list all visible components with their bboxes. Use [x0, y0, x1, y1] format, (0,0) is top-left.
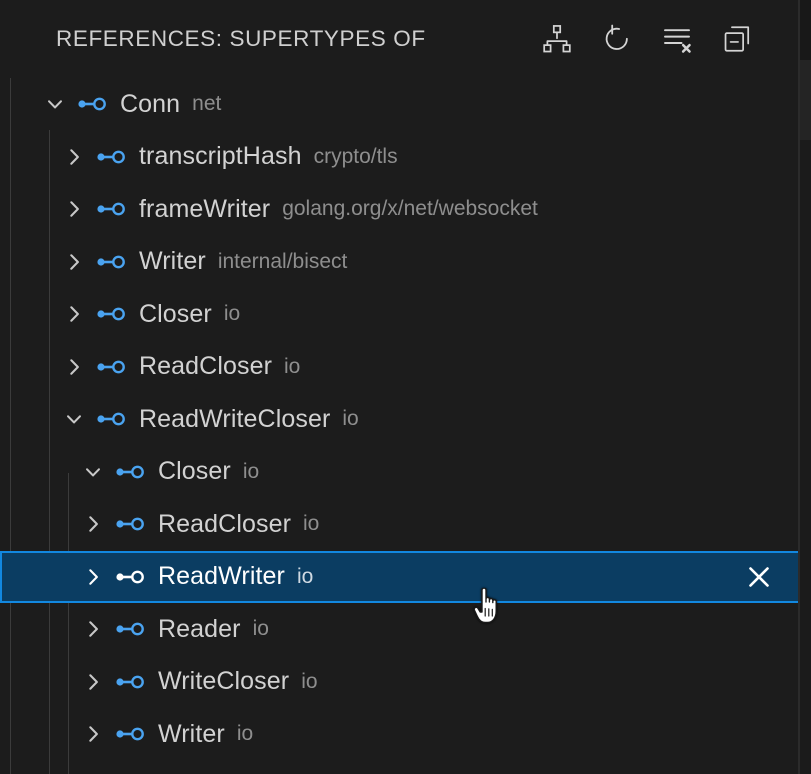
chevron-right-icon[interactable] — [76, 560, 110, 594]
interface-icon — [76, 91, 110, 117]
tree-row-package: io — [252, 617, 269, 641]
interface-icon — [95, 301, 129, 327]
collapse-all-icon[interactable] — [717, 19, 757, 59]
interface-icon — [114, 511, 148, 537]
tree-row-name: Conn — [120, 89, 181, 118]
chevron-right-icon[interactable] — [76, 507, 110, 541]
tree-row-name: Writer — [139, 247, 206, 276]
interface-icon — [114, 564, 148, 590]
chevron-down-icon[interactable] — [57, 402, 91, 436]
tree-row-name: ReadCloser — [139, 352, 273, 381]
tree-row-package: net — [192, 92, 222, 116]
tree-row-name: Writer — [158, 719, 225, 748]
tree-row-name: ReadWriteCloser — [139, 404, 331, 433]
tree-row[interactable]: frameWriter golang.org/x/net/websocket — [0, 183, 811, 236]
tree-row-name: Reader — [158, 614, 241, 643]
type-hierarchy-icon[interactable] — [537, 19, 577, 59]
tree-row-selected[interactable]: ReadWriter io — [0, 550, 811, 603]
interface-icon — [95, 144, 129, 170]
tree-row[interactable]: Writer io — [0, 708, 811, 761]
tree-row[interactable]: ReadCloser io — [0, 341, 811, 394]
tree-row-name: frameWriter — [139, 194, 271, 223]
interface-icon — [114, 721, 148, 747]
clear-all-icon[interactable] — [657, 19, 697, 59]
tree-row-name: Closer — [158, 457, 231, 486]
chevron-right-icon[interactable] — [76, 665, 110, 699]
chevron-down-icon[interactable] — [38, 87, 72, 121]
tree-row-name: Closer — [139, 299, 212, 328]
tree-row[interactable]: ReadCloser io — [0, 498, 811, 551]
tree-row-name: transcriptHash — [139, 142, 302, 171]
tree-row-name: ReadCloser — [158, 509, 292, 538]
panel-header: REFERENCES: SUPERTYPES OF — [0, 0, 811, 78]
tree-row-package: crypto/tls — [313, 144, 398, 168]
tree-row-package: io — [342, 407, 359, 431]
tree-row-name: WriteCloser — [158, 667, 290, 696]
tree-row-package: golang.org/x/net/websocket — [282, 197, 538, 221]
chevron-right-icon[interactable] — [76, 717, 110, 751]
interface-icon — [114, 459, 148, 485]
page-title: REFERENCES: SUPERTYPES OF — [56, 26, 426, 51]
adjacent-editor-strip — [800, 0, 811, 774]
tree-row-package: internal/bisect — [217, 249, 348, 273]
tree-row-package: io — [303, 512, 320, 536]
chevron-right-icon[interactable] — [57, 245, 91, 279]
interface-icon — [95, 406, 129, 432]
chevron-right-icon[interactable] — [76, 612, 110, 646]
tree-row[interactable]: transcriptHash crypto/tls — [0, 131, 811, 184]
chevron-right-icon[interactable] — [57, 140, 91, 174]
chevron-right-icon[interactable] — [57, 297, 91, 331]
tree-row-package: io — [296, 564, 314, 588]
tree-row[interactable]: Reader io — [0, 603, 811, 656]
tree-row[interactable]: WriteCloser io — [0, 656, 811, 709]
chevron-right-icon[interactable] — [57, 192, 91, 226]
tree-row-package: io — [242, 459, 260, 483]
interface-icon — [95, 354, 129, 380]
tree-row-package: io — [236, 722, 254, 746]
tree-row-name: ReadWriter — [158, 562, 285, 591]
tree-row-package: io — [284, 354, 301, 378]
tree-row[interactable]: Writer internal/bisect — [0, 236, 811, 289]
tree-row[interactable]: ReadWriteCloser io — [0, 393, 811, 446]
tree-row-package: io — [223, 302, 241, 326]
interface-icon — [114, 616, 148, 642]
refresh-icon[interactable] — [597, 19, 637, 59]
close-icon[interactable] — [737, 555, 781, 599]
panel-divider — [798, 0, 800, 774]
interface-icon — [114, 669, 148, 695]
panel-toolbar — [537, 19, 785, 59]
tree-row[interactable]: Closer io — [0, 288, 811, 341]
tree-row[interactable]: Closer io — [0, 446, 811, 499]
interface-icon — [95, 249, 129, 275]
chevron-down-icon[interactable] — [76, 455, 110, 489]
interface-icon — [95, 196, 129, 222]
tree-row-package: io — [301, 669, 318, 693]
chevron-right-icon[interactable] — [57, 350, 91, 384]
